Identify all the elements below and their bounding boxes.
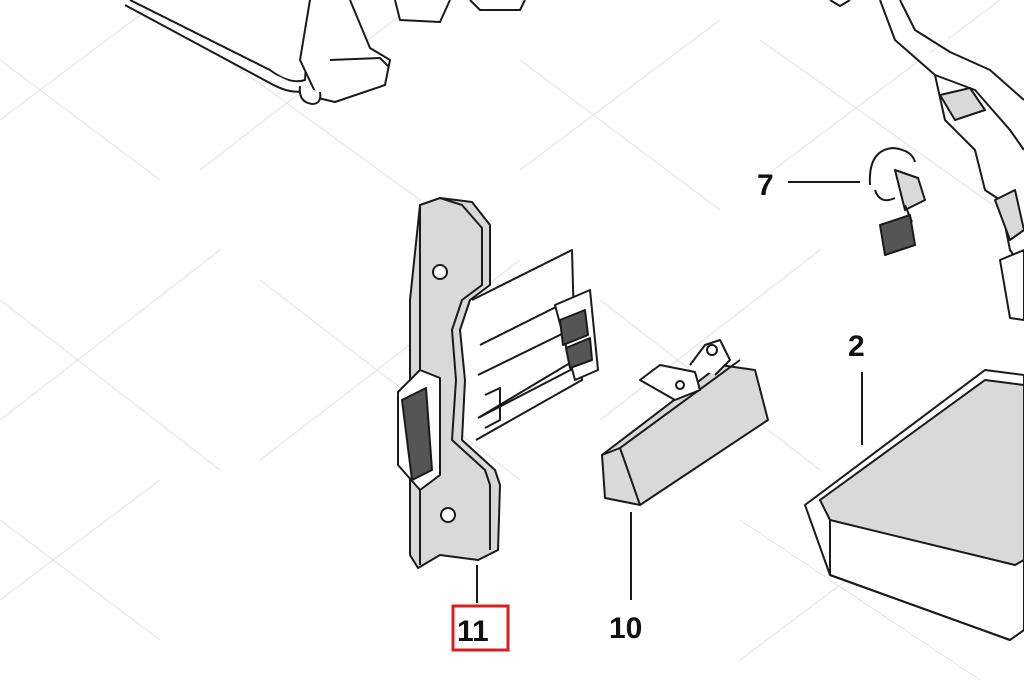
part-7-clip (868, 147, 926, 256)
part-2-filter (804, 369, 1024, 641)
callout-11: 11 (457, 615, 489, 648)
part-10-handle (601, 339, 769, 506)
part-11-bracket (397, 197, 599, 569)
callout-7: 7 (757, 169, 774, 202)
callout-10: 10 (609, 612, 642, 645)
callout-2: 2 (848, 330, 865, 363)
upper-bracket-assembly (124, 0, 526, 105)
right-housing-assembly (829, 0, 1024, 321)
leader-lines (476, 181, 863, 603)
highlight-box (451, 604, 510, 652)
